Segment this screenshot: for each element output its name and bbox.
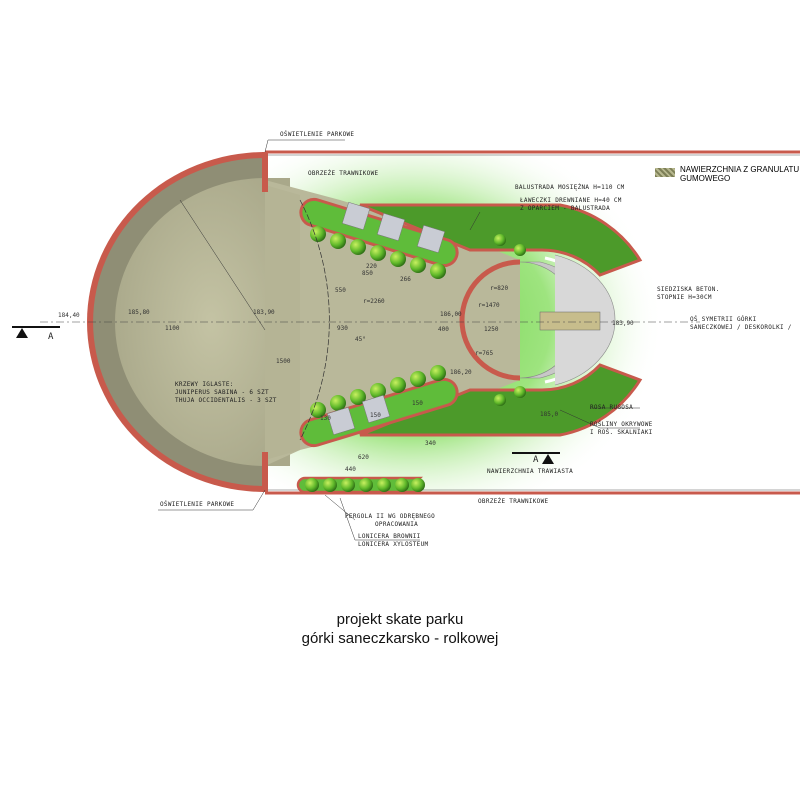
label-axis-1: OŚ SYMETRII GÓRKI	[690, 316, 757, 323]
label-lighting-bottom: OŚWIETLENIE PARKOWE	[160, 501, 235, 508]
title-line-2: górki saneczkarsko - rolkowej	[301, 630, 499, 647]
label-shrubs-3: THUJA OCCIDENTALIS - 3 SZT	[175, 397, 277, 404]
label-lawn-edge-top: OBRZEŻE TRAWNIKOWE	[308, 170, 379, 177]
label-grass-surface: NAWIERZCHNIA TRAWIASTA	[487, 468, 574, 475]
dim-elevation: 186,00	[440, 311, 462, 318]
dim-length: 1100	[165, 325, 180, 332]
dim-length: 440	[345, 466, 356, 473]
label-shrubs-1: KRZEWY IGLASTE:	[175, 381, 234, 388]
dim-length: 550	[335, 287, 346, 294]
dim-length: 130	[320, 415, 331, 422]
dim-length: 620	[358, 454, 369, 461]
label-benches-2: Z OPARCIEM - BALUSTRADA	[520, 205, 610, 212]
dim-length: 150	[412, 400, 423, 407]
dim-angle: 45°	[355, 336, 366, 343]
label-seats-1: SIEDZISKA BETON.	[657, 286, 720, 293]
label-groundcover-2: I ROŚ. SKALNIAKI	[590, 429, 653, 436]
dim-length: 1250	[484, 326, 499, 333]
section-label-left: A	[48, 332, 54, 342]
dim-length: 266	[400, 276, 411, 283]
legend-swatch-rubber-granulate	[655, 168, 675, 177]
dim-radius: r=765	[475, 350, 494, 357]
section-marker-right	[512, 452, 560, 464]
label-lighting-top: OŚWIETLENIE PARKOWE	[280, 131, 355, 138]
dim-elevation: 183,90	[612, 320, 634, 327]
label-benches-1: ŁAWECZKI DREWNIANE H=40 CM	[520, 197, 622, 204]
stairs	[326, 201, 446, 436]
dim-radius: r=1470	[478, 302, 500, 309]
dim-radius: r=2260	[363, 298, 385, 305]
title-line-1: projekt skate parku	[336, 611, 464, 628]
label-rosa: ROSA RUGOSA	[590, 404, 634, 411]
dim-length: 220	[366, 263, 377, 270]
section-label-right: A	[533, 455, 539, 465]
label-pergola-2: OPRACOWANIA	[375, 521, 419, 528]
dim-length: 1500	[276, 358, 291, 365]
dim-elevation: 186,20	[450, 369, 472, 376]
label-seats-2: STOPNIE H=30CM	[657, 294, 712, 301]
label-railing: BALUSTRADA MOSIĘŻNA H=110 CM	[515, 184, 625, 191]
dim-length: 930	[337, 325, 348, 332]
dim-length: 400	[438, 326, 449, 333]
dim-length: 150	[370, 412, 381, 419]
section-marker-left	[12, 326, 60, 338]
legend-label-2: GUMOWEGO	[680, 174, 731, 183]
dim-radius: r=820	[490, 285, 509, 292]
label-lawn-edge-bottom: OBRZEŻE TRAWNIKOWE	[478, 498, 549, 505]
trees	[305, 226, 526, 492]
dim-elevation: 185,80	[128, 309, 150, 316]
dim-length: 850	[362, 270, 373, 277]
dim-elevation: 185,0	[540, 411, 559, 418]
legend-label-1: NAWIERZCHNIA Z GRANULATU	[680, 165, 800, 174]
label-lonicera-2: LONICERA XYLOSTEUM	[358, 541, 429, 548]
amphitheater-steps	[459, 254, 616, 386]
dim-elevation: 183,90	[253, 309, 275, 316]
dim-elevation: 184,40	[58, 312, 80, 319]
label-shrubs-2: JUNIPERUS SABINA - 6 SZT	[175, 389, 269, 396]
dim-length: 340	[425, 440, 436, 447]
label-lonicera-1: LONICERA BROWNII	[358, 533, 421, 540]
label-pergola-1: PERGOLA II WG ODRĘBNEGO	[345, 513, 435, 520]
label-groundcover-1: ROŚLINY OKRYWOWE	[590, 421, 653, 428]
label-axis-2: SANECZKOWEJ / DESKOROLKI /	[690, 324, 792, 331]
